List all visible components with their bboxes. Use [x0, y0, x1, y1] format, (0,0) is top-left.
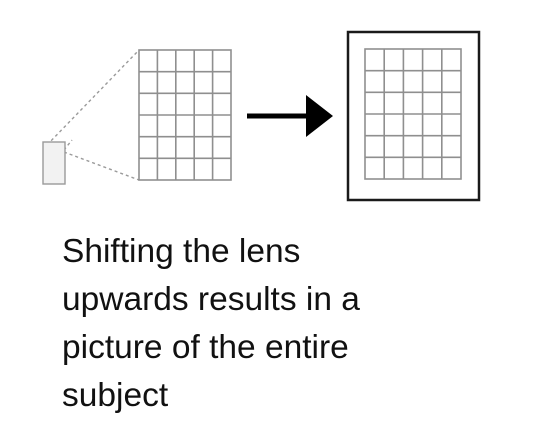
caption-line-3: picture of the entire [62, 329, 349, 366]
right-arrow-icon [247, 95, 333, 137]
projection-line-top [46, 49, 140, 146]
caption: Shifting the lens upwards results in a p… [62, 228, 502, 420]
caption-line-4: subject [62, 377, 169, 414]
caption-line-1: Shifting the lens [62, 233, 301, 270]
lens-shift-diagram [42, 30, 481, 202]
caption-line-2: upwards results in a [62, 281, 360, 318]
sensor-rect [42, 141, 66, 185]
projection-line-bottom [63, 151, 140, 181]
result-frame [346, 30, 481, 202]
subject-grid-left [138, 49, 232, 181]
subject-grid-right [364, 48, 462, 180]
